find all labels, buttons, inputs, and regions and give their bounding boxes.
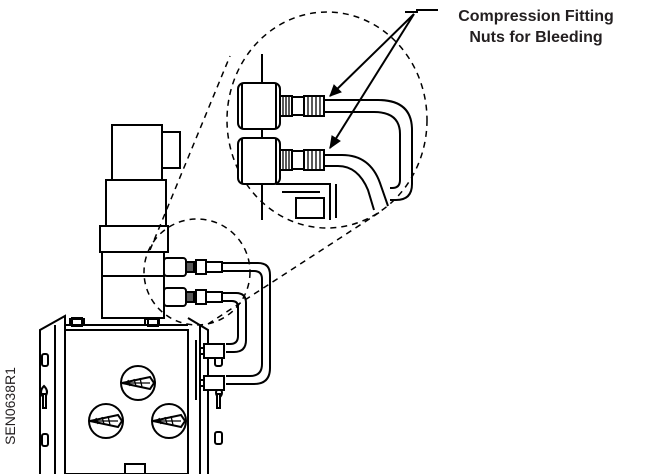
detail-callout-outline <box>143 11 428 326</box>
lower-fittings <box>163 257 271 400</box>
slotted-screw-top <box>120 365 156 401</box>
callout-label-line-2: Nuts for Bleeding <box>469 29 603 46</box>
slotted-screw-right <box>151 403 187 439</box>
callout-label: Compression Fitting Nuts for Bleeding <box>420 6 652 48</box>
valve-body <box>64 317 189 474</box>
figure-code: SEN0638R1 <box>2 367 18 445</box>
mounting-bracket <box>39 314 66 474</box>
mounting-bracket-right <box>187 317 223 474</box>
callout-label-line-1: Compression Fitting <box>458 8 614 25</box>
callout-leaders <box>329 9 438 150</box>
slotted-screw-left <box>88 403 124 439</box>
enlarged-fitting-detail <box>237 54 413 220</box>
transducer-stack <box>99 124 181 319</box>
